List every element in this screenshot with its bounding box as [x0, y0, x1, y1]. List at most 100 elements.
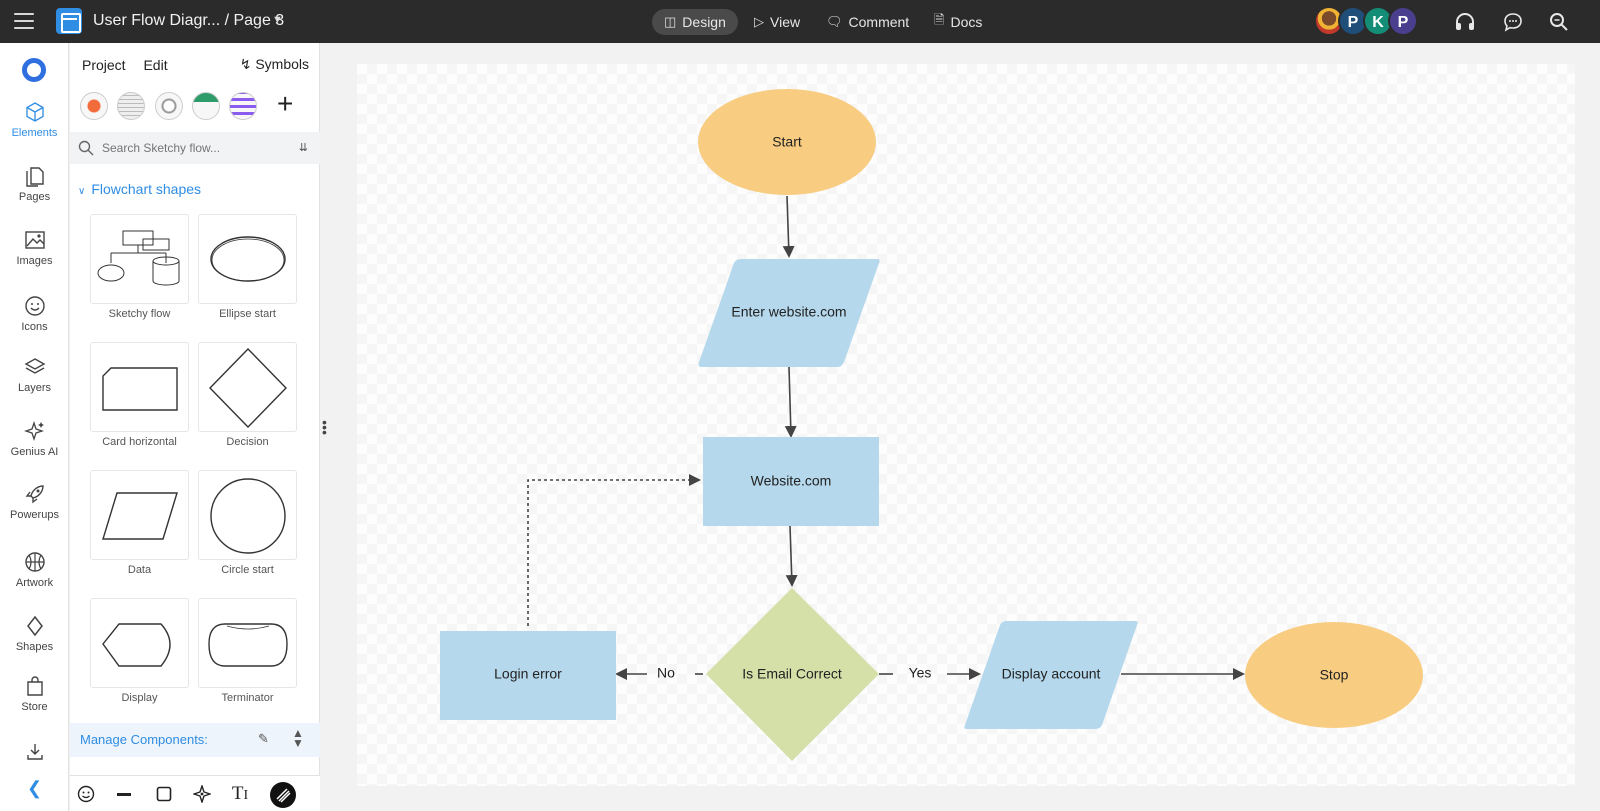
node-website[interactable]: Website.com [703, 437, 879, 526]
double-chevron-down-icon[interactable]: ⇊ [298, 142, 308, 154]
sketchy-flow-preview [97, 230, 180, 286]
sketchy-style-icon[interactable] [270, 782, 296, 808]
nav-item-powerups[interactable]: Powerups [0, 483, 69, 521]
nav-item-images[interactable]: Images [0, 229, 69, 267]
node-label: Website.com [751, 473, 832, 489]
shape-tile-display[interactable] [90, 598, 189, 688]
tab-edit[interactable]: Edit [143, 57, 168, 73]
edge-start-to-enter[interactable] [782, 195, 795, 258]
section-flowchart-shapes[interactable]: ∨Flowchart shapes [78, 181, 201, 197]
mode-docs-button[interactable]: 🗎 Docs [922, 9, 994, 35]
design-canvas[interactable]: Start Enter website.com Website.com Is E… [357, 64, 1575, 786]
wireframe-library-icon[interactable] [117, 92, 145, 120]
line-tool-icon[interactable] [114, 784, 134, 804]
image-icon [24, 231, 45, 249]
collapse-panel-icon[interactable]: ❮ [27, 778, 43, 798]
nav-label: Genius AI [10, 446, 59, 458]
nav-item-layers[interactable]: Layers [0, 356, 69, 394]
mode-label: Design [682, 14, 726, 30]
edge-label-no: No [657, 665, 675, 681]
shape-tile-circle-start[interactable] [198, 470, 297, 560]
edge-enter-to-website[interactable] [784, 366, 797, 438]
play-icon: ▷ [754, 14, 764, 29]
mode-view-button[interactable]: ▷ View [742, 9, 812, 35]
mode-design-button[interactable]: ◫ Design [652, 9, 738, 35]
mode-label: Docs [950, 14, 983, 30]
bag-icon [26, 676, 43, 696]
document-icon: 🗎 [934, 12, 945, 27]
brand-logo[interactable] [22, 58, 46, 82]
app-logo[interactable] [56, 8, 82, 34]
layout-icon: ◫ [664, 14, 677, 29]
search-icon [78, 140, 94, 156]
panel-resize-handle-icon[interactable]: ••• [322, 414, 327, 440]
nav-item-pages[interactable]: Pages [0, 165, 69, 203]
node-enter-website[interactable]: Enter website.com [698, 259, 880, 367]
avatar[interactable]: P [1338, 6, 1368, 36]
ellipse-preview [210, 236, 286, 282]
pen-tool-icon[interactable] [192, 784, 212, 804]
layers-icon [24, 358, 45, 374]
add-library-icon[interactable]: + [277, 88, 294, 119]
search-icon[interactable] [1547, 10, 1571, 34]
shape-tile-ellipse-start[interactable] [198, 214, 297, 304]
document-title[interactable]: User Flow Diagr... / Page 3 [93, 12, 285, 29]
elements-panel: Project Edit ↯ Symbols + ⇊ ∨Flowchart sh… [70, 43, 320, 811]
avatar[interactable]: P [1388, 6, 1418, 36]
hamburger-menu-icon[interactable] [14, 13, 34, 29]
node-login-error[interactable]: Login error [440, 631, 616, 720]
chevron-down-icon[interactable]: ▼ [272, 14, 283, 26]
display-preview [102, 623, 171, 667]
tile-label: Sketchy flow [108, 308, 171, 320]
nav-item-store[interactable]: Store [0, 675, 69, 713]
nav-item-import[interactable] [0, 741, 69, 767]
html5-library-icon[interactable] [80, 92, 108, 120]
node-stop[interactable]: Stop [1245, 622, 1423, 728]
shape-tile-terminator[interactable] [198, 598, 297, 688]
node-decision[interactable]: Is Email Correct [706, 588, 879, 761]
shape-tile-data[interactable] [90, 470, 189, 560]
bottom-toolbar: TI [70, 775, 320, 811]
web-library-icon[interactable] [192, 92, 220, 120]
shape-tile-decision[interactable] [198, 342, 297, 432]
nav-item-elements[interactable]: Elements [0, 101, 69, 139]
nav-label: Shapes [15, 641, 54, 653]
symbols-label: Symbols [255, 56, 309, 72]
left-navigation: Elements Pages Images Icons Layers Geniu… [0, 43, 69, 811]
pencil-icon[interactable]: ✎ [258, 731, 269, 746]
node-start[interactable]: Start [698, 89, 876, 195]
shape-tile-card-horizontal[interactable] [90, 342, 189, 432]
manage-components-label[interactable]: Manage Components: [80, 732, 208, 747]
smiley-icon [24, 296, 45, 316]
sort-icon[interactable]: ▲▼ [292, 726, 304, 750]
chat-icon[interactable] [1501, 10, 1525, 34]
nav-item-icons[interactable]: Icons [0, 295, 69, 333]
nav-item-genius-ai[interactable]: Genius AI [0, 420, 69, 458]
tab-project[interactable]: Project [82, 57, 126, 73]
comment-icon: 🗨 [826, 14, 843, 29]
mobile-library-icon[interactable] [155, 92, 183, 120]
nav-label: Icons [21, 321, 48, 333]
material-library-icon[interactable] [229, 92, 257, 120]
decision-preview [209, 347, 287, 429]
emoji-icon[interactable] [76, 784, 96, 804]
nav-item-artwork[interactable]: Artwork [0, 551, 69, 589]
search-input[interactable] [102, 139, 282, 157]
tile-label: Display [121, 692, 158, 704]
tile-label: Decision [226, 436, 269, 448]
text-tool-icon[interactable]: TI [231, 783, 249, 804]
edge-login-error-to-website-dashed[interactable] [527, 474, 701, 626]
mode-label: View [770, 14, 801, 30]
mode-comment-button[interactable]: 🗨 Comment [814, 9, 921, 35]
symbols-button[interactable]: ↯ Symbols [240, 56, 309, 73]
nav-label: Elements [11, 127, 58, 139]
headphones-icon[interactable] [1453, 10, 1477, 34]
node-display-account[interactable]: Display account [964, 621, 1138, 729]
nav-item-shapes[interactable]: Shapes [0, 615, 69, 653]
terminator-preview [208, 623, 288, 667]
top-bar: User Flow Diagr... / Page 3 ▼ ◫ Design ▷… [0, 0, 1600, 43]
rectangle-tool-icon[interactable] [154, 784, 174, 804]
shape-tile-sketchy-flow[interactable] [90, 214, 189, 304]
panel-tabs: Project Edit [82, 57, 182, 73]
edge-website-to-decision[interactable] [785, 525, 798, 587]
